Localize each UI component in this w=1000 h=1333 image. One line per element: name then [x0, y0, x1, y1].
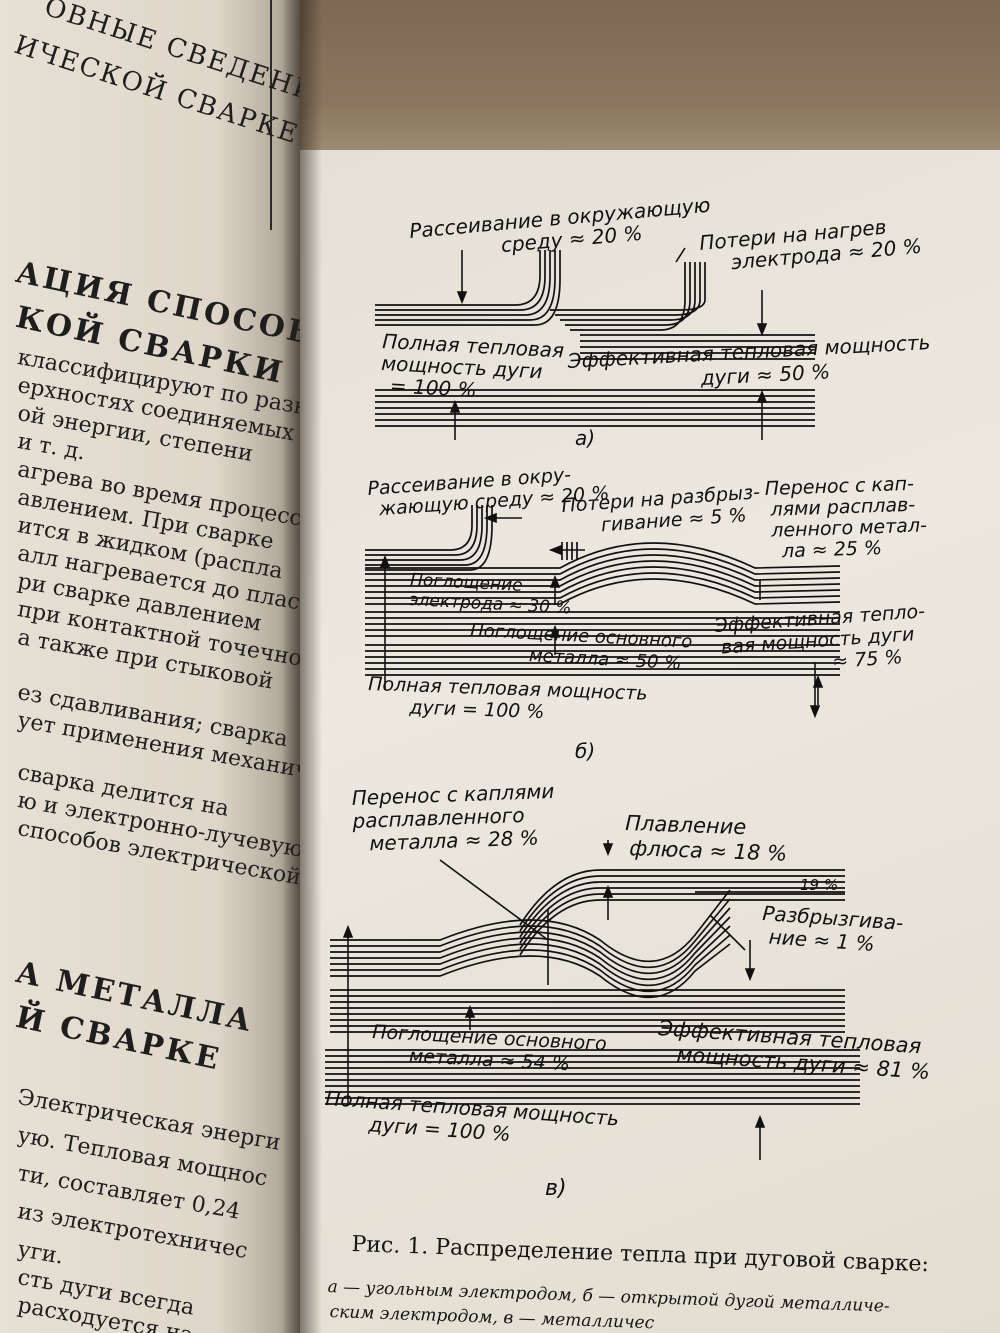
svg-text:Полная тепловая мощность д: Полная тепловая мощность дуги = 100 % [379, 329, 571, 407]
header-rule [270, 0, 272, 230]
band-line [519, 875, 845, 932]
band-line [365, 572, 841, 599]
b-letter: б) [575, 739, 595, 763]
a-letter: а) [575, 426, 595, 450]
band-line [330, 934, 731, 993]
svg-text:Потери на нагрев электрода: Потери на нагрев электрода ≈ 20 % [698, 212, 922, 277]
svg-text:Поглощение электрода ≈ 30: Поглощение электрода ≈ 30 % [409, 570, 573, 618]
b-transfer-3: ленного метал- [770, 514, 927, 541]
c-flux-1: Плавление [625, 811, 747, 839]
band-line [365, 560, 841, 587]
c-flux-2: флюса ≈ 18 % [629, 836, 788, 865]
band-line [519, 887, 845, 944]
b-total-2: дуги = 100 % [408, 696, 545, 723]
svg-text:Поглощение основного метал: Поглощение основного металла ≈ 50 % [469, 620, 699, 675]
band-line [365, 548, 841, 575]
band-line [365, 505, 493, 571]
heat-distribution-figure: Рассеивание в окружающую среду ≈ 20 % По… [323, 192, 938, 1201]
band-line [365, 505, 483, 561]
svg-text:Плавление флюса ≈ 18 %: Плавление флюса ≈ 18 % [624, 811, 788, 866]
band-line [330, 916, 731, 981]
band-line [330, 898, 731, 969]
svg-text:Полная тепловая мощность д: Полная тепловая мощность дуги = 100 % [367, 673, 654, 727]
band-line [365, 505, 478, 556]
b-transfer-2: лями расплав- [769, 494, 916, 521]
band-line [330, 925, 731, 987]
diagram-a-lines [375, 250, 815, 427]
c-19pct: 19 % [800, 876, 838, 894]
band-line [365, 566, 841, 593]
diagram-b-lines [365, 505, 841, 676]
c-letter: в) [545, 1176, 567, 1201]
band-line [550, 262, 706, 311]
left-page: ОВНЫЕ СВЕДЕНИЯ ИЧЕСКОЙ СВАРКЕ АЦИЯ СПОСО… [0, 0, 300, 1333]
a-total-3: = 100 % [389, 373, 477, 402]
svg-text:Перенос с кап- лями распла: Перенос с кап- лями расплав- ленного мет… [764, 472, 934, 563]
band-line [519, 881, 845, 938]
band-line [375, 250, 541, 306]
band-line [375, 250, 556, 321]
band-line [365, 578, 841, 605]
c-transfer-3: металла ≈ 28 % [369, 826, 539, 856]
band-line [365, 505, 473, 551]
band-line [330, 943, 731, 999]
b-transfer-1: Перенос с кап- [764, 473, 914, 500]
band-line [375, 250, 551, 316]
band-line [375, 250, 561, 326]
band-line [519, 893, 845, 950]
band-line [375, 250, 546, 311]
band-line [519, 899, 845, 956]
svg-text:Эффективная тепловая мощность: Эффективная тепловая мощность дуги ≈ 50 … [566, 330, 938, 397]
svg-text:Перенос с каплями расплавл: Перенос с каплями расплавленного металла… [350, 779, 562, 856]
background-board [300, 0, 1000, 150]
b-electrode-2: электрода ≈ 30 % [409, 590, 572, 618]
svg-text:Разбрызгива- ние ≈ 1 %: Разбрызгива- ние ≈ 1 % [760, 901, 910, 958]
band-line [365, 542, 841, 569]
band-line [365, 554, 841, 581]
band-line [330, 907, 731, 975]
band-line [330, 889, 731, 963]
band-line [555, 262, 701, 316]
diagram-c-lines [325, 869, 860, 1105]
book-gutter [282, 0, 322, 1333]
b-transfer-4: ла ≈ 25 % [781, 537, 883, 563]
band-line [365, 505, 488, 566]
b-effective-3: ≈ 75 % [832, 646, 904, 673]
svg-text:Рассеивание в окружающую с: Рассеивание в окружающую среду ≈ 20 % [408, 192, 719, 265]
band-line [560, 262, 696, 321]
band-line [519, 869, 845, 926]
svg-text:Полная тепловая мощность д: Полная тепловая мощность дуги = 100 % [323, 1086, 626, 1154]
